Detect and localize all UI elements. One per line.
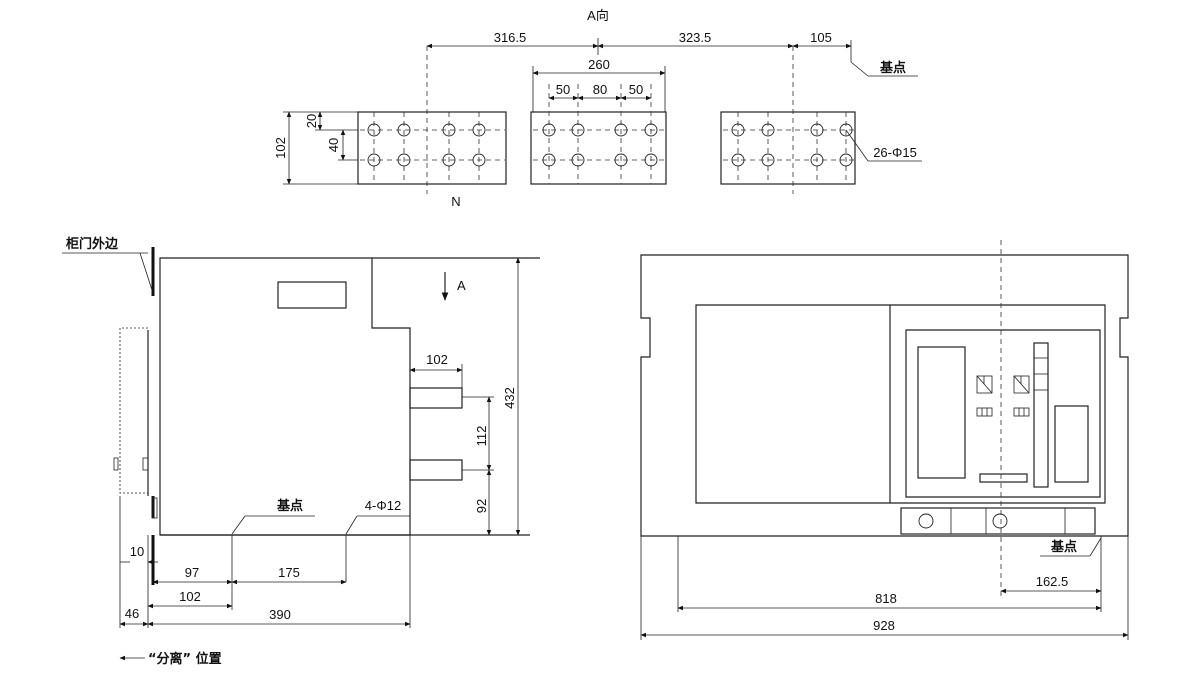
ref-point-label-side: 基点 [276, 498, 303, 514]
dim-162-5-label: 162.5 [1036, 574, 1069, 589]
top-view-title: A向 [587, 8, 609, 23]
dim-818-label: 818 [875, 591, 897, 606]
hole-callout-leader [845, 129, 869, 162]
dim-20-label: 20 [304, 114, 319, 128]
display-window-left [917, 346, 966, 479]
dim-316-5-label: 316.5 [494, 30, 527, 45]
dim-46-label: 46 [125, 606, 139, 621]
busbar-upper [409, 387, 463, 409]
racking-hole [992, 513, 1008, 529]
top-view: A向 316.5 323.5 105 基点 [273, 8, 922, 209]
hole-callout-side: 4-Φ12 [365, 498, 401, 513]
dim-390-label: 390 [269, 607, 291, 622]
display-window-right [1054, 405, 1089, 483]
dim-323-5-label: 323.5 [679, 30, 712, 45]
vertical-slot [1033, 342, 1049, 488]
indicator-icon [976, 375, 993, 394]
breaker-body-outline [159, 257, 411, 536]
nameplate [277, 281, 347, 309]
neutral-label: N [451, 194, 460, 209]
front-view: 基点 162.5 818 928 [640, 240, 1129, 640]
dim-40-label: 40 [326, 138, 341, 152]
ref-point-label-front: 基点 [1050, 539, 1077, 555]
front-inner-frame [695, 304, 1106, 504]
dim-260-label: 260 [588, 57, 610, 72]
front-panel-dashed [119, 327, 148, 494]
ref-point-label-top: 基点 [879, 60, 906, 76]
dim-97-label: 97 [185, 565, 199, 580]
side-view: 柜门外边 A 102 112 92 432 [62, 236, 540, 667]
indicator-icon-mark [976, 375, 993, 394]
dim-102-label-side: 102 [426, 352, 448, 367]
ref-leader-side [231, 515, 246, 535]
hole-callout-label: 26-Φ15 [873, 145, 917, 160]
busbar-lower [409, 459, 463, 481]
control-panel [905, 329, 1101, 498]
dim-50a-label: 50 [556, 82, 570, 97]
button-icon [1013, 407, 1030, 417]
withdrawn-position-label: “分离” 位置 [148, 651, 222, 667]
racking-hole [918, 513, 934, 529]
dim-102-label-top: 102 [273, 137, 288, 159]
dim-432-label: 432 [502, 387, 517, 409]
handle-stub [142, 457, 149, 471]
dim-175-label: 175 [278, 565, 300, 580]
button-icon [976, 407, 993, 417]
dim-80-label: 80 [593, 82, 607, 97]
arrow-a-label: A [457, 278, 466, 293]
busbar-block-left [357, 111, 507, 185]
door-leader [139, 252, 153, 291]
dim-50b-label: 50 [629, 82, 643, 97]
indicator-icon [1013, 375, 1030, 394]
dim-105-label: 105 [810, 30, 832, 45]
dim-92-label: 92 [474, 499, 489, 513]
door-latch [151, 497, 158, 519]
front-outer-frame [640, 254, 1129, 537]
hole-leader-side [345, 515, 358, 535]
dim-112-label: 112 [474, 426, 489, 447]
indicator-icon-mark [1013, 375, 1030, 394]
dim-10-label: 10 [130, 544, 144, 559]
dim-928-label: 928 [873, 618, 895, 633]
dim-102b-label: 102 [179, 589, 201, 604]
racking-strip [900, 507, 1096, 535]
busbar-block-middle [530, 111, 667, 185]
mounting-holes [367, 123, 853, 167]
door-edge-label: 柜门外边 [65, 236, 119, 252]
slot-bar [979, 473, 1028, 483]
ref-leader [850, 61, 869, 77]
busbar-block-right [720, 111, 856, 185]
ref-leader-front [1089, 537, 1102, 557]
handle-stub [113, 457, 119, 471]
